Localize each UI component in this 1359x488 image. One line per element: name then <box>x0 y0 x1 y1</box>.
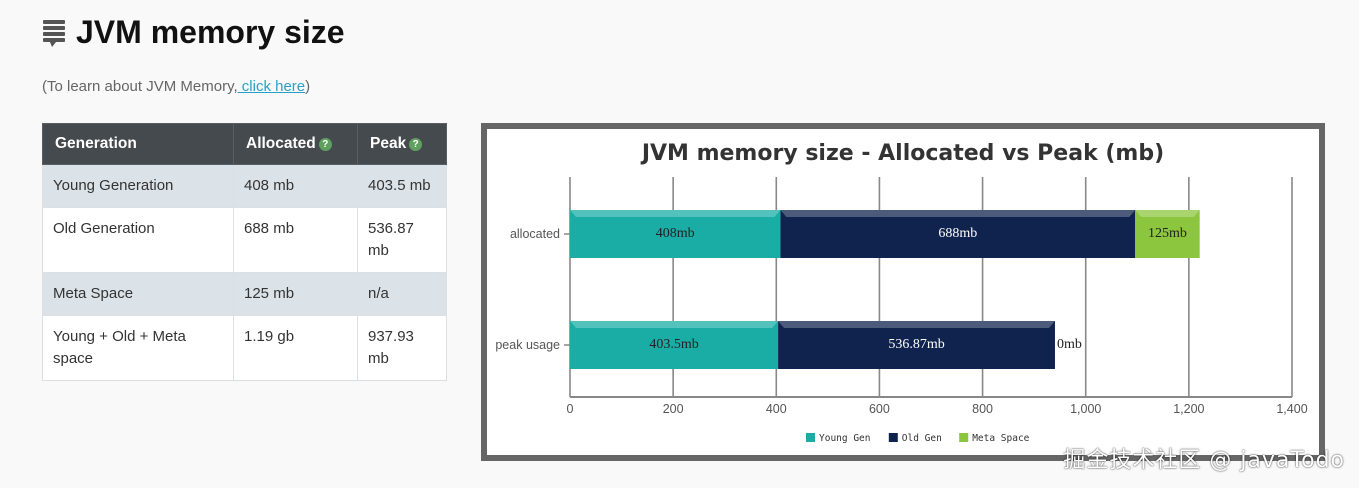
x-tick-label: 1,000 <box>1070 402 1101 416</box>
table-row: Old Generation 688 mb 536.87 mb <box>42 207 447 273</box>
legend-label: Young Gen <box>819 433 870 444</box>
x-tick-label: 1,400 <box>1276 402 1307 416</box>
table-header-row: Generation Allocated? Peak? <box>42 123 447 165</box>
bar-bevel <box>780 210 1136 217</box>
cell-peak: 403.5 mb <box>357 164 447 208</box>
help-icon[interactable]: ? <box>318 138 332 151</box>
category-label: peak usage <box>495 338 560 352</box>
memory-table: Generation Allocated? Peak? Young Genera… <box>42 123 447 381</box>
col-peak: Peak? <box>357 123 447 165</box>
learn-more-line: (To learn about JVM Memory, click here) <box>42 78 310 95</box>
cell-peak: 937.93 mb <box>357 315 447 381</box>
chart-title: JVM memory size - Allocated vs Peak (mb) <box>640 141 1164 166</box>
learn-suffix: ) <box>305 78 311 95</box>
cell-generation: Young + Old + Meta space <box>42 315 234 381</box>
x-tick-label: 600 <box>869 402 890 416</box>
bar-segment <box>1135 210 1200 258</box>
cell-allocated: 1.19 gb <box>233 315 358 381</box>
cell-allocated: 125 mb <box>233 272 358 316</box>
col-generation: Generation <box>42 123 234 165</box>
bar-bevel <box>570 210 781 217</box>
legend-swatch <box>806 433 815 442</box>
bar-segment <box>780 210 1136 258</box>
x-tick-label: 800 <box>972 402 993 416</box>
cell-allocated: 408 mb <box>233 164 358 208</box>
header: JVM memory size <box>42 14 345 51</box>
col-allocated: Allocated? <box>233 123 358 165</box>
document-lines-icon <box>43 19 65 47</box>
category-label: allocated <box>510 227 560 241</box>
cell-allocated: 688 mb <box>233 207 358 273</box>
bar-bevel <box>778 321 1055 328</box>
cell-peak: 536.87 mb <box>357 207 447 273</box>
legend-swatch <box>888 433 898 442</box>
legend-swatch <box>959 433 969 442</box>
cell-generation: Young Generation <box>42 164 234 208</box>
watermark: 掘金技术社区 @ javaTodo <box>1063 448 1345 473</box>
x-tick-label: 200 <box>663 402 684 416</box>
cell-generation: Old Generation <box>42 207 234 273</box>
data-label: 403.5mb <box>649 337 698 352</box>
x-tick-label: 400 <box>766 402 787 416</box>
cell-generation: Meta Space <box>42 272 234 316</box>
data-label: 536.87mb <box>888 337 944 352</box>
legend-label: Old Gen <box>902 433 942 444</box>
help-icon[interactable]: ? <box>409 138 423 151</box>
legend-label: Meta Space <box>972 433 1029 444</box>
table-row: Young Generation 408 mb 403.5 mb <box>42 164 447 208</box>
data-label: 688mb <box>938 226 977 241</box>
data-label: 408mb <box>656 226 695 241</box>
table-row: Meta Space 125 mb n/a <box>42 272 447 316</box>
table-row: Young + Old + Meta space 1.19 gb 937.93 … <box>42 315 447 381</box>
x-tick-label: 0 <box>567 402 574 416</box>
data-label: 125mb <box>1148 226 1187 241</box>
data-label: 0mb <box>1057 337 1082 352</box>
learn-prefix: (To learn about JVM Memory, <box>42 78 238 95</box>
bar-segment <box>570 321 779 369</box>
page-title: JVM memory size <box>76 14 345 50</box>
bar-segment <box>570 210 781 258</box>
bar-segment <box>778 321 1055 369</box>
cell-peak: n/a <box>357 272 447 316</box>
bar-bevel <box>570 321 779 328</box>
click-here-link[interactable]: click here <box>237 78 306 95</box>
memory-chart: JVM memory size - Allocated vs Peak (mb)… <box>495 141 1307 444</box>
chart-panel: JVM memory size - Allocated vs Peak (mb)… <box>481 123 1325 461</box>
bar-bevel <box>1135 210 1200 217</box>
x-tick-label: 1,200 <box>1173 402 1204 416</box>
